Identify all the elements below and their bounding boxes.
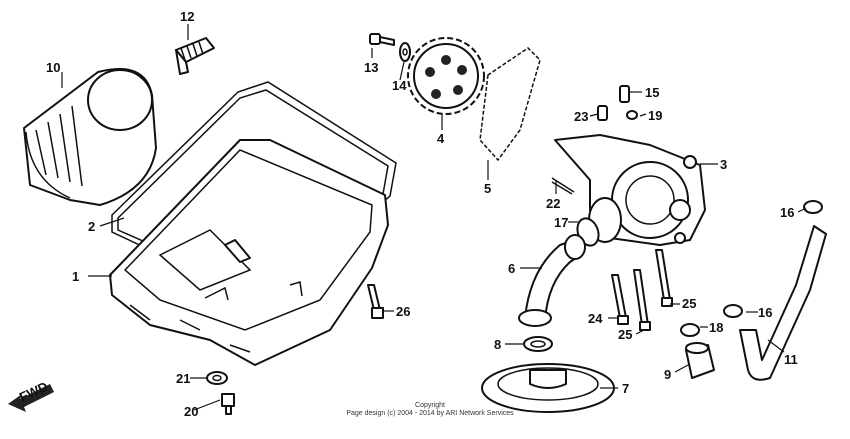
callout-19: 19: [648, 108, 662, 123]
callout-15: 15: [645, 85, 659, 100]
oil-pump-sprocket: [407, 37, 485, 115]
dowel-pin-15: [619, 85, 630, 103]
pipe-fitting: [175, 37, 215, 75]
cotter-pin-22: [551, 177, 575, 195]
drain-washer: [206, 371, 228, 385]
o-ring-16b: [723, 304, 743, 318]
callout-11: 11: [784, 352, 798, 367]
bolt-25b: [633, 269, 651, 331]
callout-8: 8: [494, 337, 501, 352]
callout-26: 26: [396, 304, 410, 319]
o-ring-18: [680, 323, 700, 337]
callout-14: 14: [392, 78, 407, 93]
callout-16a: 16: [780, 205, 794, 220]
seal-8: [523, 336, 553, 352]
callout-16b: 16: [758, 305, 772, 320]
callout-21: 21: [176, 371, 190, 386]
callout-9: 9: [664, 367, 671, 382]
callout-20: 20: [184, 404, 198, 419]
callout-18: 18: [709, 320, 723, 335]
bolt-26: [367, 284, 384, 319]
callout-3: 3: [720, 157, 727, 172]
callout-17: 17: [554, 215, 568, 230]
callout-25b: 25: [618, 327, 632, 342]
collar-9: [685, 342, 715, 379]
callout-25a: 25: [682, 296, 696, 311]
callout-23: 23: [574, 109, 588, 124]
callout-13: 13: [364, 60, 378, 75]
callout-7: 7: [622, 381, 629, 396]
callout-4: 4: [437, 131, 445, 146]
copyright-line-2: Page design (c) 2004 - 2014 by ARI Netwo…: [346, 410, 514, 417]
drain-bolt: [221, 393, 235, 415]
oil-pump: [554, 134, 706, 246]
copyright-notice: Copyright Page design (c) 2004 - 2014 by…: [300, 402, 560, 418]
callout-12: 12: [180, 9, 194, 24]
washer-14: [399, 42, 411, 62]
callout-6: 6: [508, 261, 515, 276]
dowel-pin-23: [597, 105, 608, 121]
fwd-arrow-icon: [8, 384, 54, 412]
oil-pipe-11: [739, 225, 827, 381]
callout-10: 10: [46, 60, 60, 75]
copyright-line-1: Copyright: [415, 402, 445, 409]
oil-filter: [23, 67, 157, 206]
oil-strainer-pipe: [518, 234, 586, 327]
bolt-24: [611, 274, 629, 325]
o-ring-16a: [803, 200, 823, 214]
oil-pan: [109, 139, 389, 366]
callout-5: 5: [484, 181, 491, 196]
leader-lines: [61, 24, 807, 411]
callout-22: 22: [546, 196, 560, 211]
o-ring-19: [626, 110, 638, 120]
callout-1: 1: [72, 269, 79, 284]
bolt-25a: [655, 249, 673, 307]
callout-2: 2: [88, 219, 95, 234]
oil-strainer: [481, 363, 615, 413]
callout-24: 24: [588, 311, 603, 326]
bolt-13: [369, 33, 395, 46]
drive-chain: [479, 47, 541, 162]
